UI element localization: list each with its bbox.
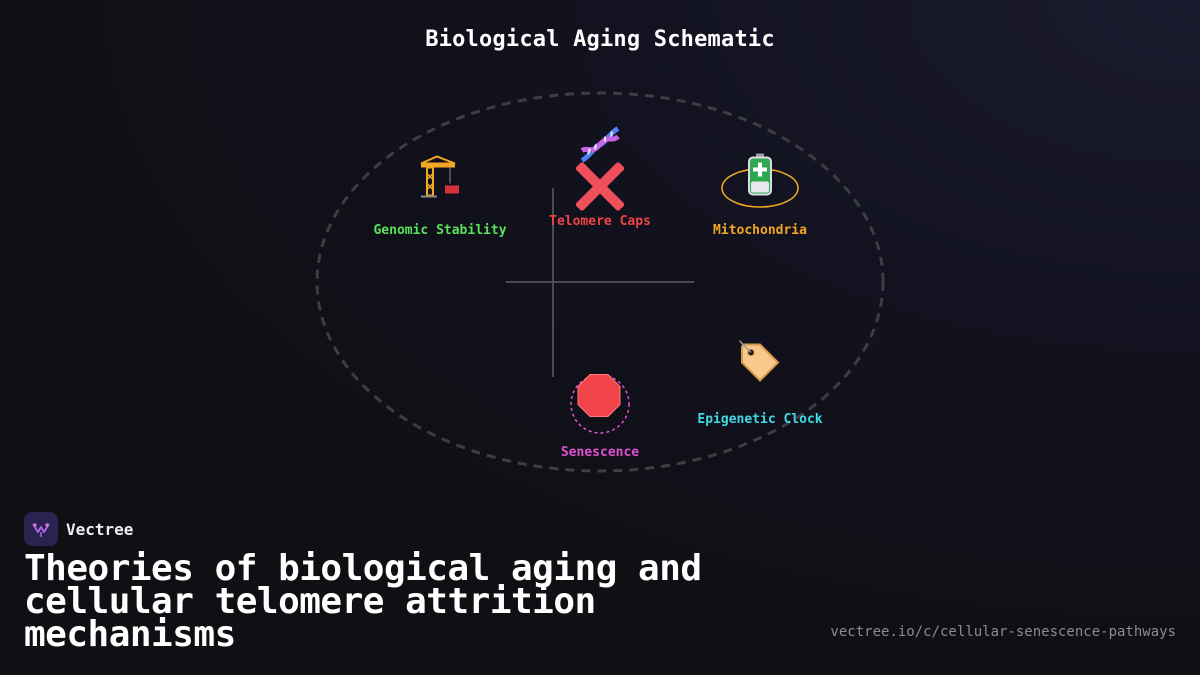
cross-mark-icon [574,161,626,214]
diagram-title: Biological Aging Schematic [425,27,775,52]
senescence-label: Senescence [560,445,640,460]
page-headline: Theories of biological aging and cellula… [24,548,702,655]
label-tag-icon [738,340,782,388]
genomic-stability-label: Genomic Stability [373,223,507,238]
outer-dashed-ellipse [315,91,885,473]
epigenetic-clock-label: Epigenetic Clock [697,412,823,427]
senescence-ring [570,374,630,434]
battery-icon [747,153,773,199]
brand: Vectree [24,512,133,546]
page-url[interactable]: vectree.io/c/cellular-senescence-pathway… [830,624,1176,640]
construction-crane-icon [417,155,463,201]
stop-sign-icon [577,374,621,421]
telomere-caps-label: Telomere Caps [549,214,651,229]
mitochondria-label: Mitochondria [713,223,807,238]
dna-icon [578,125,622,168]
vectree-logo-icon [24,512,58,546]
brand-name: Vectree [66,519,134,539]
